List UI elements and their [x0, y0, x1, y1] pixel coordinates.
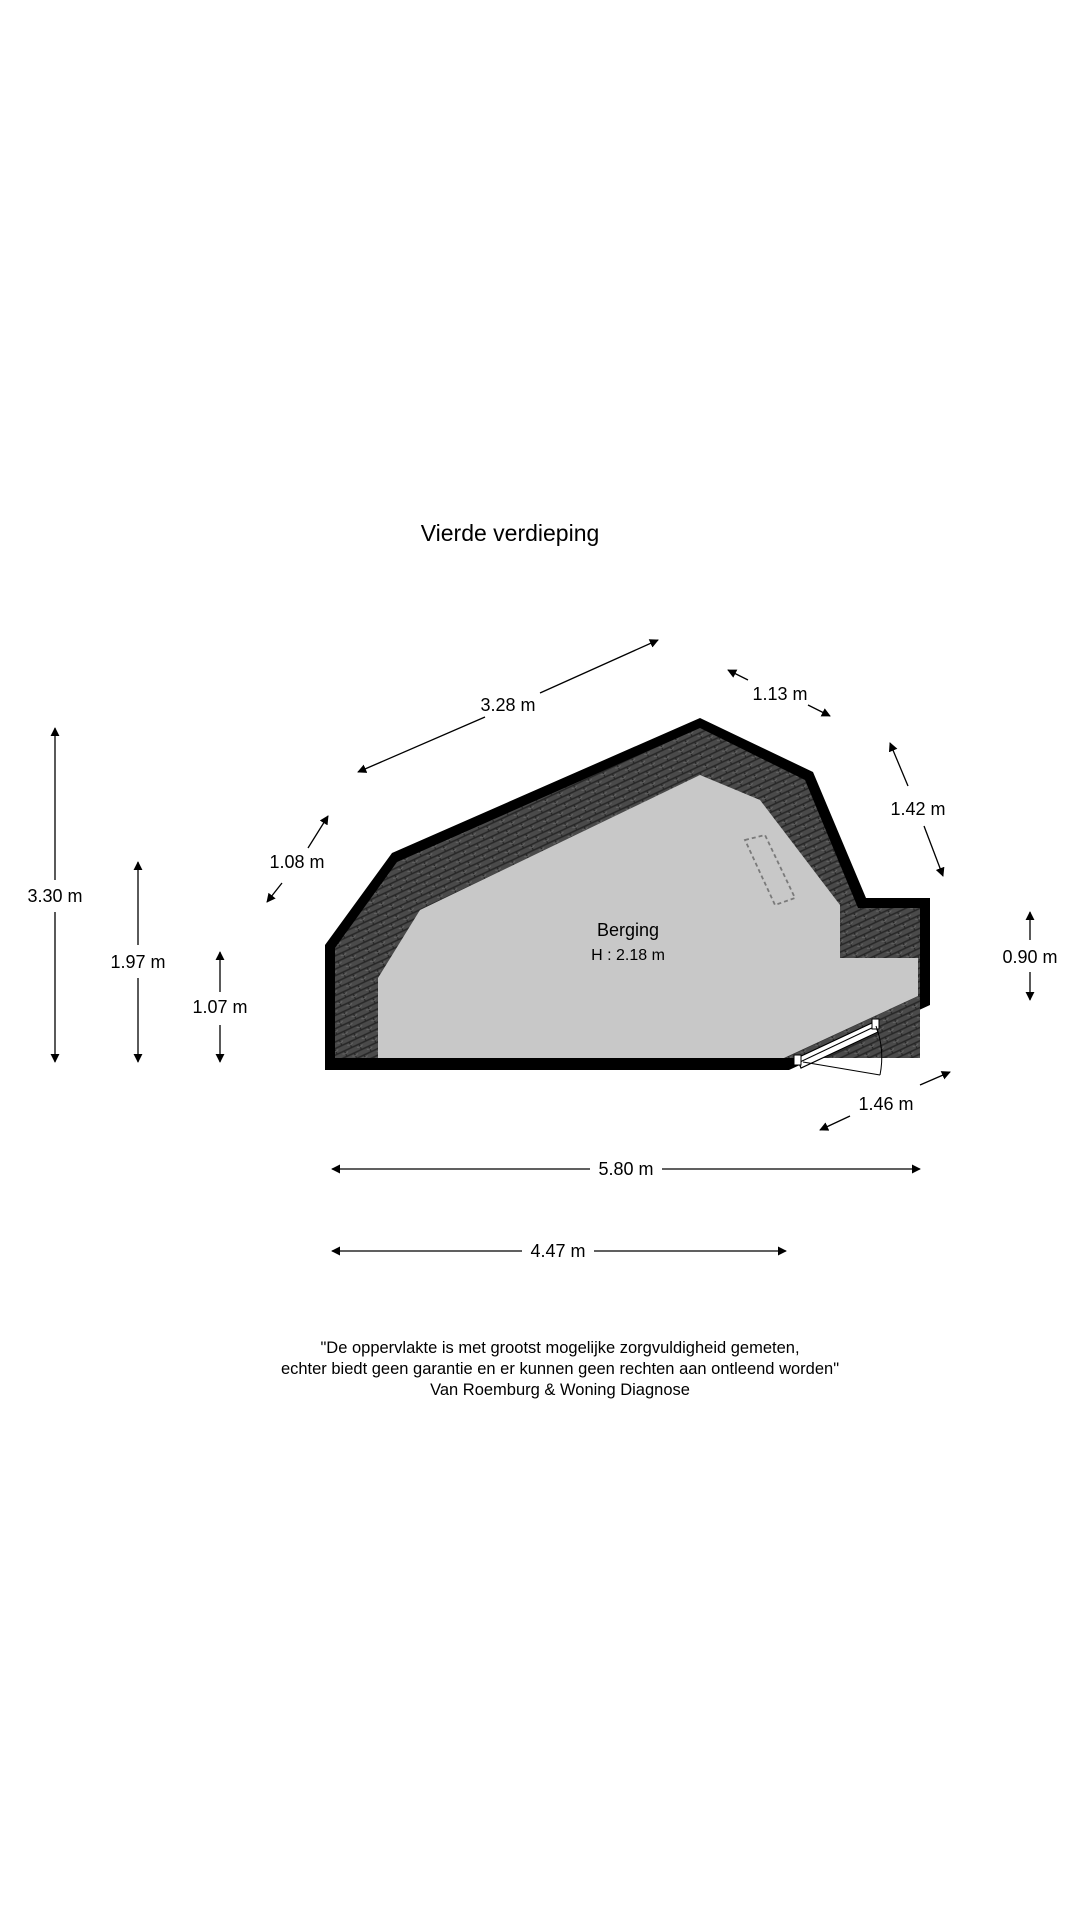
dim-low-height: 1.07 m — [192, 951, 248, 1063]
room-floor — [378, 775, 918, 1058]
disclaimer: "De oppervlakte is met grootst mogelijke… — [20, 1338, 1080, 1401]
room-name: Berging — [597, 920, 659, 940]
dim-top-slope-label: 3.28 m — [480, 695, 535, 715]
dim-door-edge: 1.46 m — [819, 1071, 951, 1131]
dim-low-height-label: 1.07 m — [192, 997, 247, 1017]
dim-left-slope-label: 1.08 m — [269, 852, 324, 872]
inner-wall-bottom — [325, 1058, 789, 1070]
dim-top-right-short: 1.13 m — [727, 669, 831, 717]
dim-right-slope-label: 1.42 m — [890, 799, 945, 819]
skylight-hatch — [743, 833, 797, 907]
dim-mid-height: 1.97 m — [110, 861, 166, 1063]
dim-right-step: 0.90 m — [1002, 911, 1058, 1001]
dim-right-step-label: 0.90 m — [1002, 947, 1057, 967]
dim-door-edge-label: 1.46 m — [858, 1094, 913, 1114]
room-height: H : 2.18 m — [591, 947, 665, 964]
dim-total-height: 3.30 m — [27, 727, 83, 1063]
disclaimer-line-1: "De oppervlakte is met grootst mogelijke… — [320, 1339, 800, 1357]
dim-total-width: 5.80 m — [331, 1159, 921, 1179]
disclaimer-line-3: Van Roemburg & Woning Diagnose — [430, 1381, 690, 1399]
dim-total-height-label: 3.30 m — [27, 886, 82, 906]
dim-bottom-width: 4.47 m — [331, 1241, 787, 1261]
dim-mid-height-label: 1.97 m — [110, 952, 165, 972]
dim-total-width-label: 5.80 m — [598, 1159, 653, 1179]
floor-title: Vierde verdieping — [420, 520, 600, 546]
dim-bottom-width-label: 4.47 m — [530, 1241, 585, 1261]
dim-top-slope: 3.28 m — [357, 639, 659, 773]
dim-right-slope: 1.42 m — [888, 742, 946, 877]
door — [793, 1018, 883, 1076]
dim-top-right-short-label: 1.13 m — [752, 684, 807, 704]
disclaimer-line-2: echter biedt geen garantie en er kunnen … — [280, 1360, 840, 1378]
dim-left-slope: 1.08 m — [266, 815, 329, 903]
